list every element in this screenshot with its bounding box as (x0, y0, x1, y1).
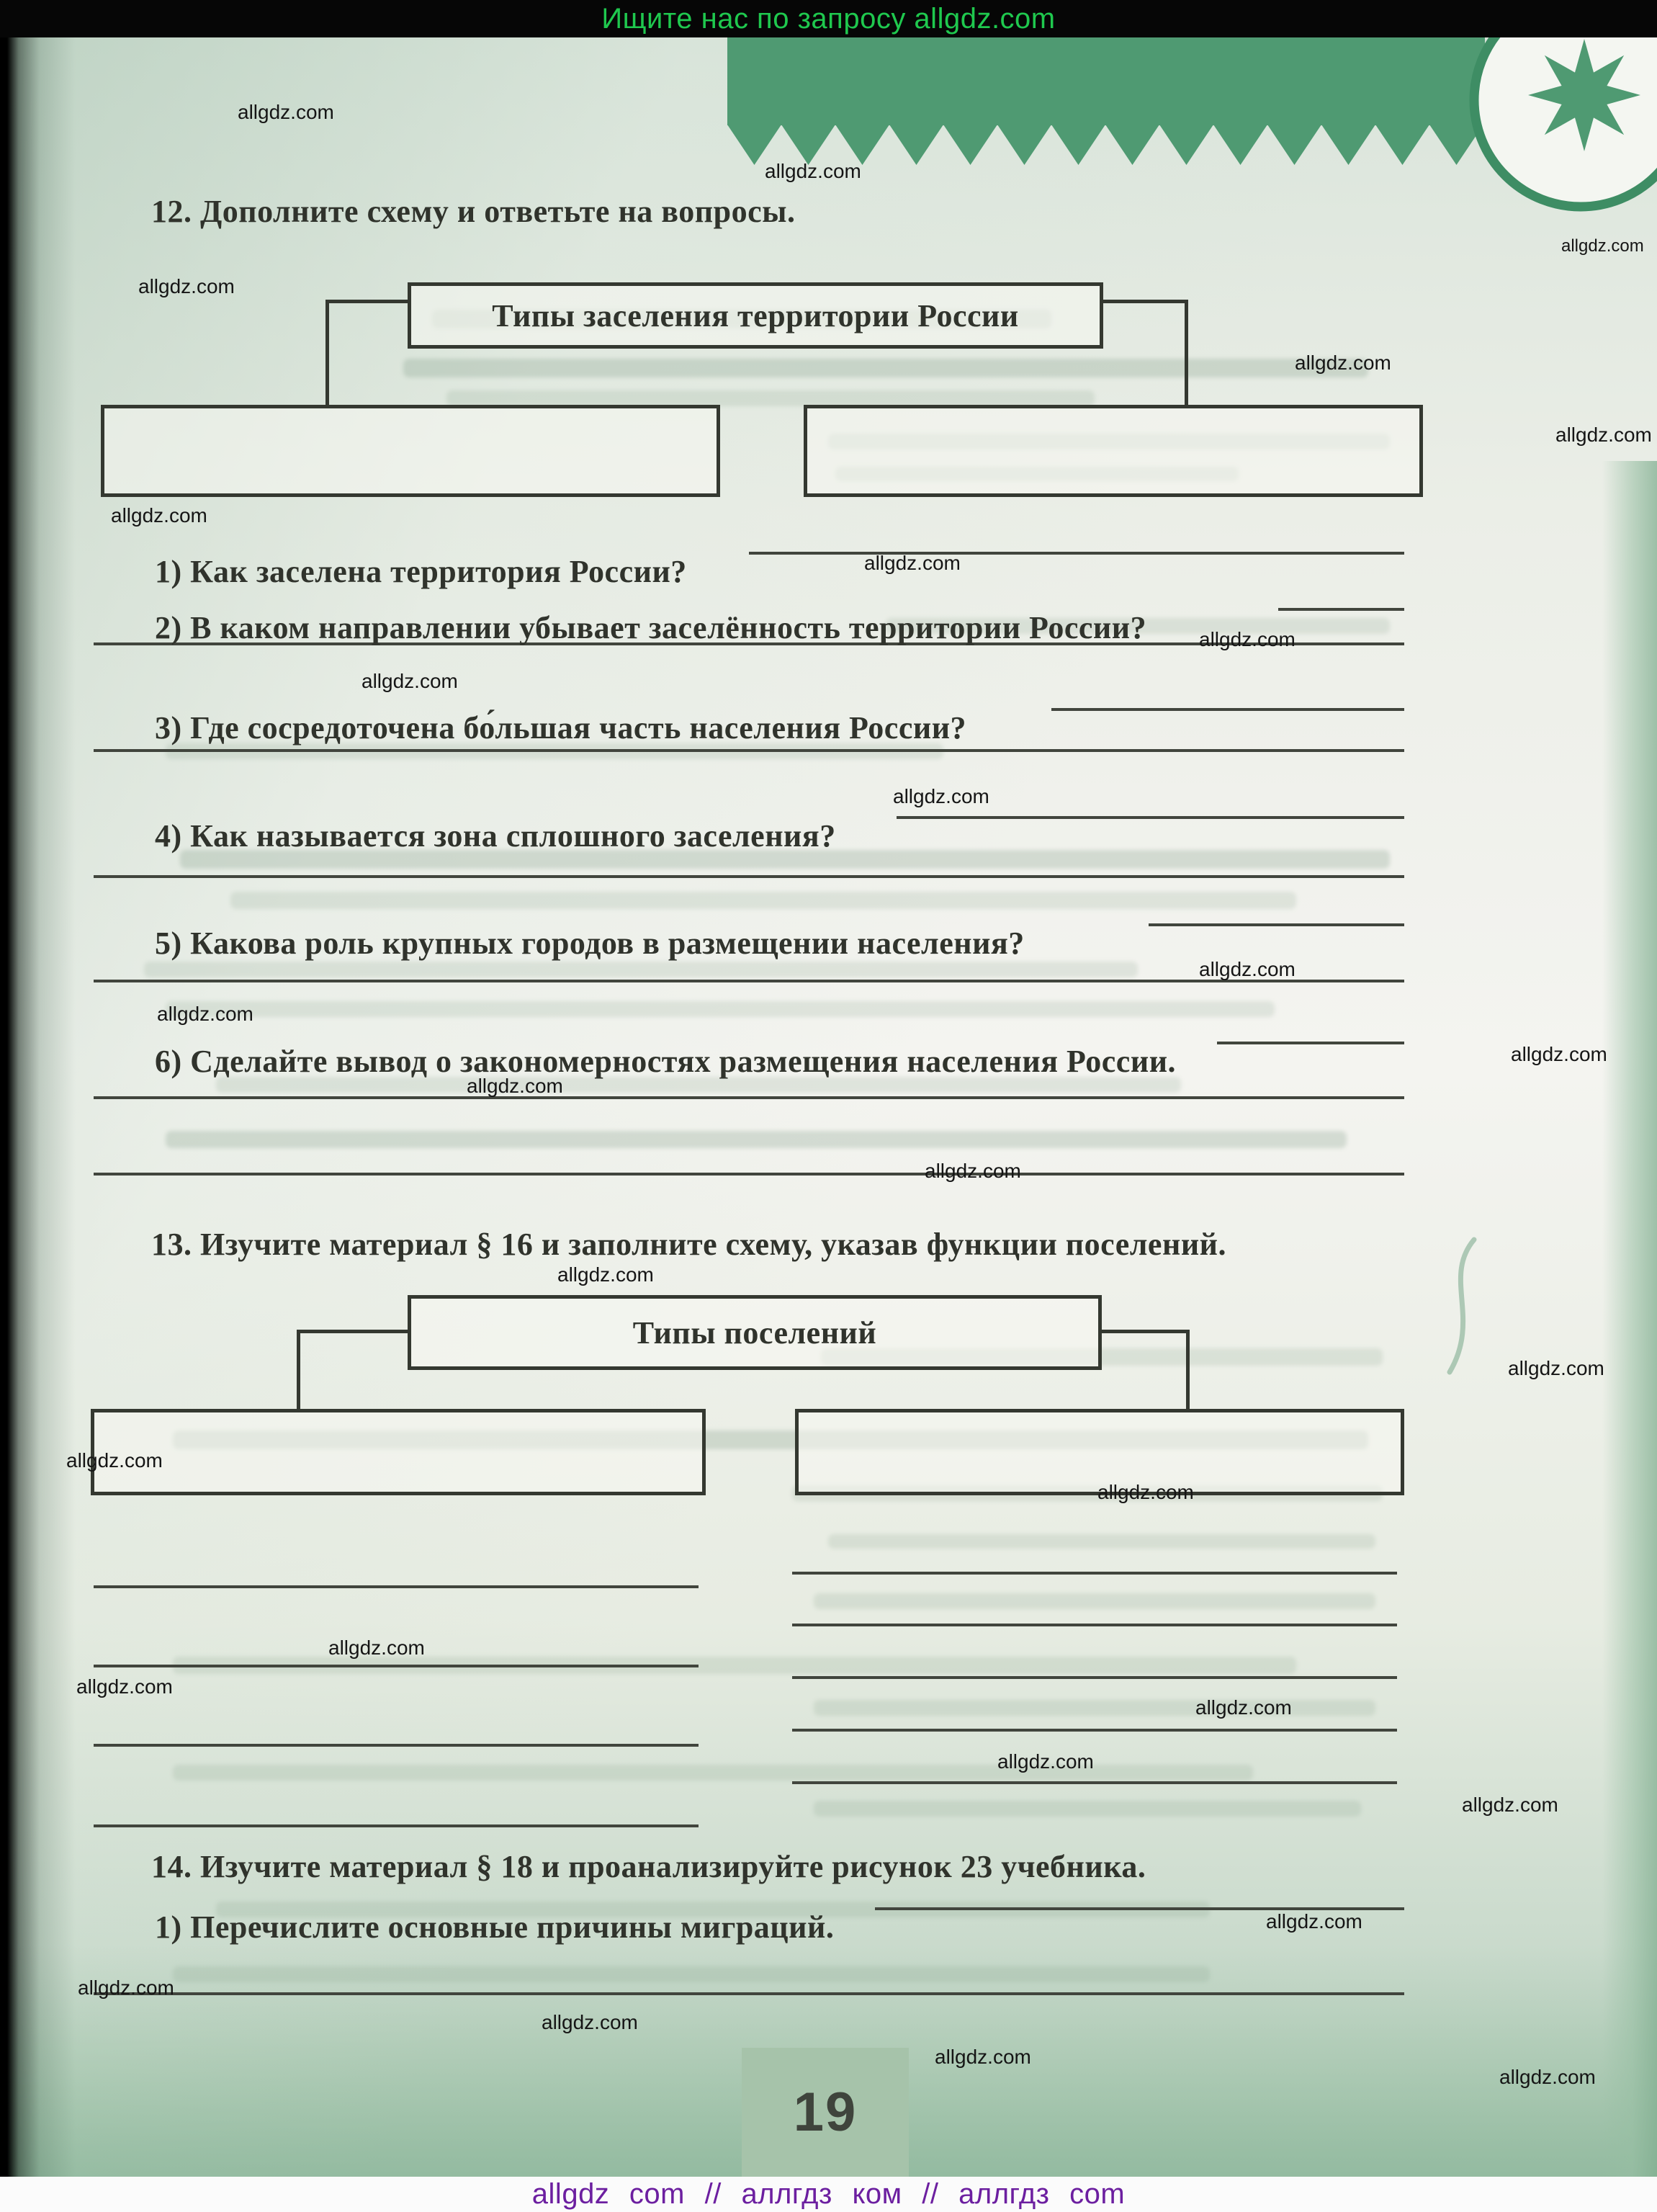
connector-line (1100, 300, 1188, 303)
bleedthrough-artifact (216, 1902, 1210, 1917)
answer-line (749, 552, 1404, 555)
answer-line (94, 875, 1404, 878)
bleedthrough-artifact (230, 892, 1296, 909)
bleedthrough-artifact (166, 1001, 1275, 1017)
bleedthrough-artifact (814, 1801, 1361, 1817)
answer-line (94, 1992, 1404, 1995)
connector-line (1185, 300, 1188, 408)
bleedthrough-artifact (166, 1131, 1347, 1148)
task12-heading: 12. Дополните схему и ответьте на вопрос… (151, 194, 796, 229)
answer-line (94, 1665, 699, 1667)
banner-rect (727, 37, 1485, 125)
answer-line (1051, 708, 1404, 711)
task12-question-3: 3) Где сосредоточена бо́льшая часть насе… (155, 710, 967, 745)
task14-question-1: 1) Перечислите основные причины миграций… (155, 1909, 835, 1945)
answer-line (1149, 923, 1404, 926)
header-banner-graphic (727, 37, 1657, 212)
star-icon (1528, 39, 1640, 151)
connector-line (325, 300, 329, 408)
answer-line (875, 1907, 1404, 1910)
bleedthrough-artifact (216, 1077, 1181, 1093)
task13-heading: 13. Изучите материал § 16 и заполните сх… (151, 1227, 1227, 1262)
connector-line (325, 300, 410, 303)
task13-blank-box-left (91, 1409, 706, 1495)
task12-scheme-title: Типы заселения территории России (492, 297, 1019, 333)
banner-zigzag-edge (727, 125, 1483, 165)
answer-line (94, 1585, 699, 1588)
task12-scheme-title-box: Типы заселения территории России (408, 282, 1103, 349)
answer-line (94, 1824, 699, 1827)
bottom-promo-text: allgdz com // аллгдз ком // аллгдз com (531, 2178, 1126, 2210)
page-number: 19 (793, 2082, 858, 2143)
task12-blank-box-left (101, 405, 720, 497)
task13-scheme-title: Типы поселений (632, 1315, 877, 1351)
bleedthrough-artifact (886, 618, 1390, 634)
answer-line (1217, 1042, 1404, 1044)
answer-line (792, 1624, 1397, 1626)
workbook-page (0, 37, 1657, 2177)
top-promo-bar: Ищите нас по запросу allgdz.com (0, 0, 1657, 37)
answer-line (94, 1173, 1404, 1176)
task13-scheme-title-box: Типы поселений (408, 1295, 1102, 1370)
bleedthrough-artifact (814, 1593, 1375, 1609)
page-number-box: 19 (742, 2048, 909, 2177)
top-promo-text: Ищите нас по запросу allgdz.com (601, 2, 1056, 35)
connector-line (297, 1330, 300, 1410)
connector-line (1186, 1330, 1190, 1410)
answer-line (792, 1572, 1397, 1575)
bleedthrough-artifact (446, 390, 1095, 406)
margin-swirl-ornament (1447, 1237, 1477, 1375)
answer-line (94, 980, 1404, 982)
answer-line (1278, 608, 1404, 611)
bottom-promo-bar: allgdz com // аллгдз ком // аллгдз com (0, 2177, 1657, 2212)
bleedthrough-artifact (173, 1966, 1210, 1982)
answer-line (94, 642, 1404, 645)
connector-line (297, 1330, 408, 1333)
task12-question-1: 1) Как заселена территория России? (155, 554, 687, 589)
task12-question-2: 2) В каком направлении убывает заселённо… (155, 610, 1147, 645)
answer-line (792, 1781, 1397, 1784)
answer-line (897, 816, 1404, 819)
answer-line (792, 1729, 1397, 1732)
answer-line (94, 1744, 699, 1747)
connector-line (1100, 1330, 1190, 1333)
bleedthrough-artifact (144, 962, 1138, 977)
task13-blank-box-right (795, 1409, 1404, 1495)
answer-line (94, 1096, 1404, 1099)
task12-question-6: 6) Сделайте вывод о закономерностях разм… (155, 1044, 1177, 1079)
bleedthrough-artifact (173, 1765, 1253, 1781)
answer-line (94, 749, 1404, 752)
bleedthrough-artifact (180, 850, 1390, 869)
bleedthrough-artifact (814, 1700, 1375, 1716)
task12-blank-box-right (804, 405, 1423, 497)
task12-question-5: 5) Какова роль крупных городов в размеще… (155, 926, 1025, 961)
bleedthrough-artifact (403, 359, 1368, 377)
task12-question-4: 4) Как называется зона сплошного заселен… (155, 818, 836, 854)
bleedthrough-artifact (828, 1534, 1375, 1549)
task14-heading: 14. Изучите материал § 18 и проанализиру… (151, 1849, 1146, 1884)
answer-line (792, 1676, 1397, 1679)
